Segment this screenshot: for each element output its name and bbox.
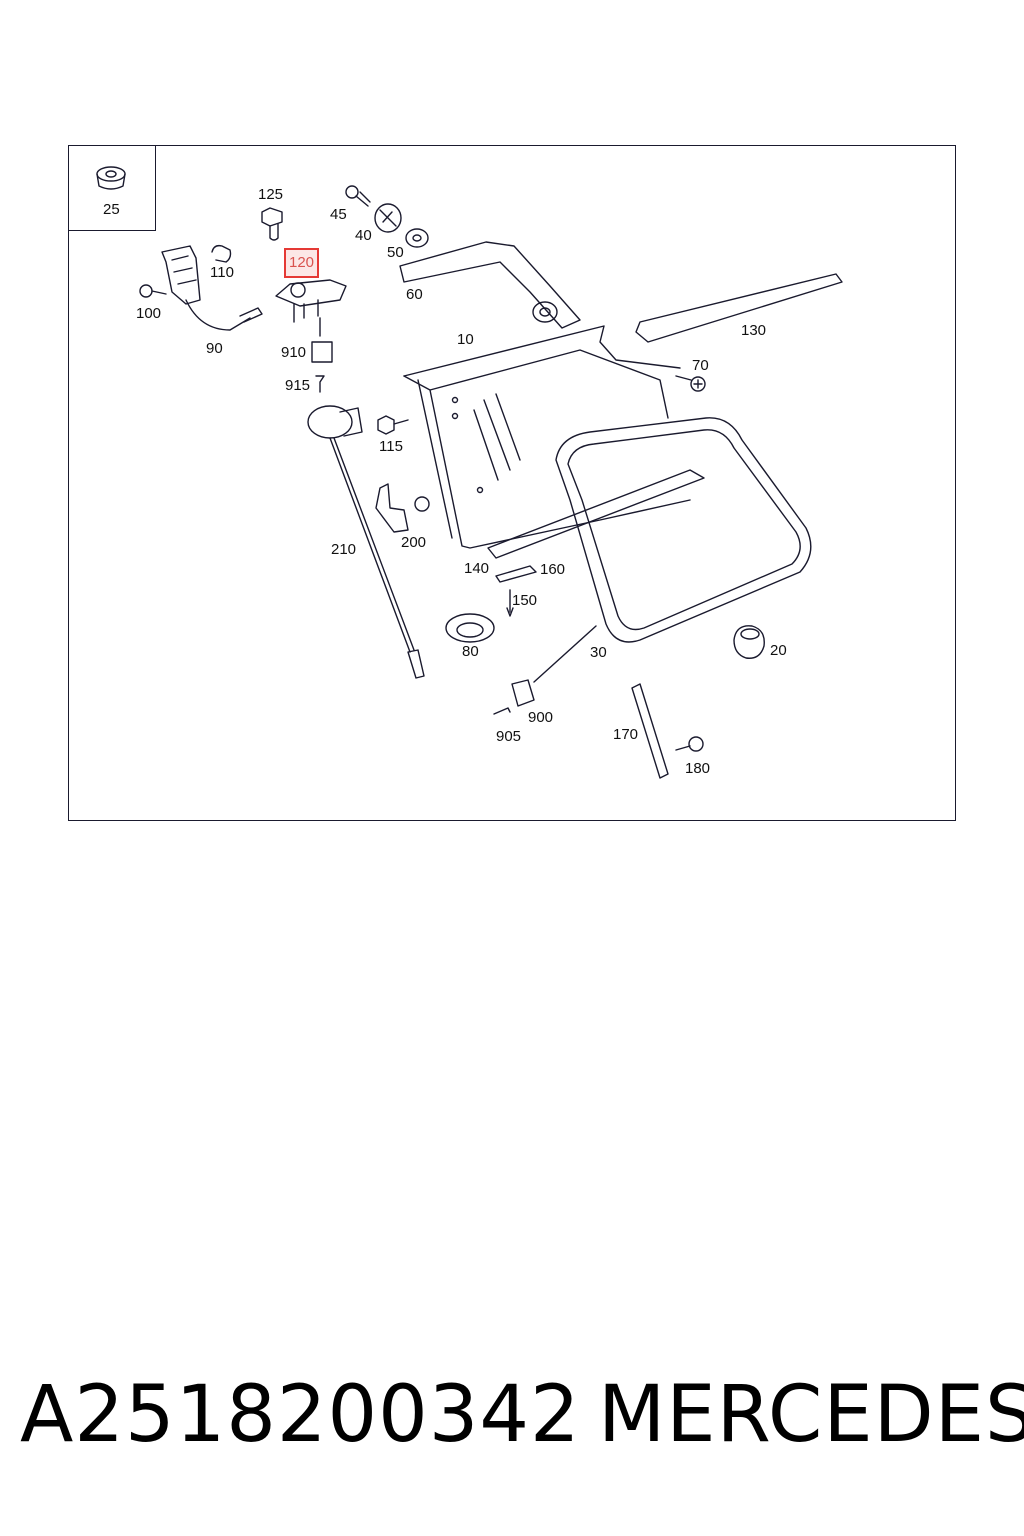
callout-90: 90 [206, 340, 223, 357]
callout-180: 180 [685, 760, 711, 777]
callout-170: 170 [613, 726, 639, 743]
callout-100: 100 [136, 305, 162, 322]
part-180-screw [675, 736, 704, 752]
part-45-screw [345, 185, 371, 207]
callout-150: 150 [512, 592, 538, 609]
diagram-frame [68, 145, 956, 821]
part-10-window-frame [403, 325, 691, 549]
parts-diagram [96, 166, 843, 779]
callout-210: 210 [331, 541, 357, 558]
callout-915: 915 [285, 377, 311, 394]
part-905-pin [493, 707, 511, 715]
callout-50: 50 [387, 244, 404, 261]
part-200-clip [375, 483, 430, 533]
callout-200: 200 [401, 534, 427, 551]
callout-130: 130 [741, 322, 767, 339]
part-90-bracket [161, 245, 263, 331]
callout-120-highlighted[interactable]: 120 [284, 248, 320, 278]
part-170-trim [631, 683, 669, 779]
part-900-connector [511, 679, 535, 707]
part-140-clip [495, 565, 537, 583]
callout-25: 25 [103, 201, 120, 218]
part-number: A2518200342 [20, 1370, 581, 1460]
callout-900: 900 [528, 709, 554, 726]
callout-30: 30 [590, 644, 607, 661]
part-40-clip [374, 203, 402, 233]
part-120-lock [275, 279, 347, 337]
part-150-arrow [506, 589, 514, 617]
callout-115: 115 [379, 438, 403, 455]
callout-80: 80 [462, 643, 479, 660]
part-100-screw [139, 284, 167, 298]
part-130-moulding [635, 273, 843, 343]
callout-125: 125 [258, 186, 284, 203]
part-115-bolt [377, 415, 409, 435]
part-125-bolt [261, 207, 283, 241]
callout-20: 20 [770, 642, 787, 659]
part-210-cable [307, 405, 425, 679]
brand-name: MERCEDES [598, 1370, 1024, 1460]
part-110-clip [211, 244, 232, 263]
part-60-trim [399, 241, 581, 329]
part-20-cap [733, 625, 765, 659]
part-guide-rail [487, 469, 705, 559]
part-910-connector [311, 341, 333, 363]
callout-40: 40 [355, 227, 372, 244]
callout-45: 45 [330, 206, 347, 223]
callout-910: 910 [281, 344, 307, 361]
callout-60: 60 [406, 286, 423, 303]
part-25-nut [96, 166, 126, 190]
part-70-screw [675, 375, 706, 392]
callout-140: 140 [464, 560, 490, 577]
callout-905: 905 [496, 728, 522, 745]
part-30-seal [555, 417, 812, 643]
callout-160: 160 [540, 561, 566, 578]
callout-70: 70 [692, 357, 709, 374]
inset-box-fastener [68, 145, 156, 231]
part-915-pin [315, 375, 325, 393]
footer-caption: A2518200342 MERCEDES [20, 1370, 1024, 1480]
callout-110: 110 [210, 264, 234, 281]
part-80-grommet [445, 613, 495, 643]
callout-10: 10 [457, 331, 474, 348]
part-50-washer [405, 228, 429, 248]
